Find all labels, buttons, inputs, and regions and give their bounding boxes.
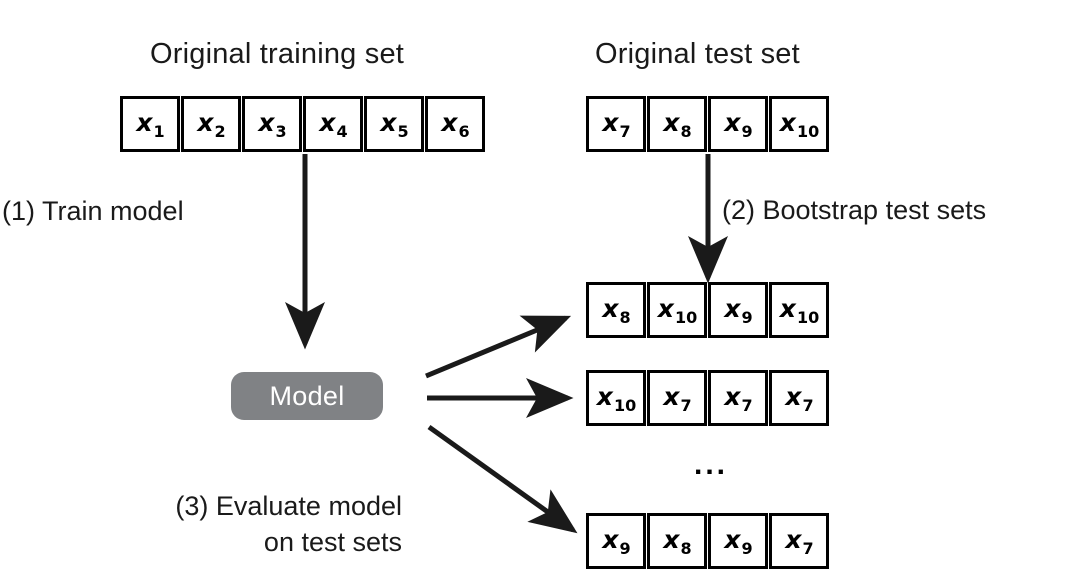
ellipsis-indicator: ... (694, 448, 729, 481)
sample-label: x10 (779, 107, 820, 141)
sample-label: x7 (785, 524, 814, 558)
sample-cell: x9 (708, 282, 768, 338)
sample-label: x1 (136, 107, 165, 141)
sample-cell: x4 (303, 96, 363, 152)
bootstrap-test-set-row: x10 x7 x7 x7 (586, 370, 829, 426)
sample-cell: x8 (586, 282, 646, 338)
sample-cell: x3 (242, 96, 302, 152)
sample-cell: x10 (647, 282, 707, 338)
step-2-bootstrap-test-sets-label: (2) Bootstrap test sets (722, 195, 987, 225)
model-node[interactable]: Model (231, 372, 383, 420)
sample-label: x9 (724, 293, 753, 327)
sample-cell: x8 (647, 96, 707, 152)
sample-label: x3 (258, 107, 287, 141)
sample-cell: x10 (769, 96, 829, 152)
sample-cell: x5 (364, 96, 424, 152)
sample-cell: x7 (647, 370, 707, 426)
original-test-set-title: Original test set (595, 38, 800, 70)
test-set-row: x7 x8 x9 x10 (586, 96, 829, 152)
sample-label: x7 (785, 381, 814, 415)
sample-label: x7 (602, 107, 631, 141)
step-3-evaluate-model-label-line1: (3) Evaluate model (175, 491, 402, 521)
sample-label: x2 (197, 107, 226, 141)
sample-label: x10 (596, 381, 637, 415)
sample-cell: x2 (181, 96, 241, 152)
sample-label: x5 (380, 107, 409, 141)
sample-label: x6 (441, 107, 470, 141)
arrow-model-to-bootstrap-3 (427, 424, 578, 534)
sample-label: x10 (657, 293, 698, 327)
bootstrap-test-set-row: x8 x10 x9 x10 (586, 282, 829, 338)
sample-label: x4 (319, 107, 348, 141)
arrow-model-to-bootstrap-1 (425, 315, 572, 379)
sample-cell: x1 (120, 96, 180, 152)
step-1-train-model-label: (1) Train model (2, 196, 184, 226)
step-3-evaluate-model-label-line2: on test sets (263, 527, 402, 557)
sample-cell: x10 (769, 282, 829, 338)
sample-label: x9 (724, 107, 753, 141)
sample-label: x9 (724, 524, 753, 558)
sample-cell: x7 (769, 370, 829, 426)
sample-cell: x7 (586, 96, 646, 152)
sample-label: x10 (779, 293, 820, 327)
model-node-label: Model (269, 380, 345, 411)
sample-cell: x9 (708, 96, 768, 152)
sample-label: x8 (602, 293, 631, 327)
sample-cell: x9 (586, 513, 646, 569)
sample-label: x9 (602, 524, 631, 558)
sample-cell: x8 (647, 513, 707, 569)
sample-label: x8 (663, 107, 692, 141)
training-set-row: x1 x2 x3 x4 x5 x6 (120, 96, 485, 152)
sample-label: x7 (663, 381, 692, 415)
sample-cell: x7 (708, 370, 768, 426)
sample-cell: x7 (769, 513, 829, 569)
sample-cell: x6 (425, 96, 485, 152)
original-training-set-title: Original training set (150, 38, 405, 70)
sample-cell: x9 (708, 513, 768, 569)
sample-cell: x10 (586, 370, 646, 426)
sample-label: x8 (663, 524, 692, 558)
sample-label: x7 (724, 381, 753, 415)
bootstrap-test-set-row: x9 x8 x9 x7 (586, 513, 829, 569)
